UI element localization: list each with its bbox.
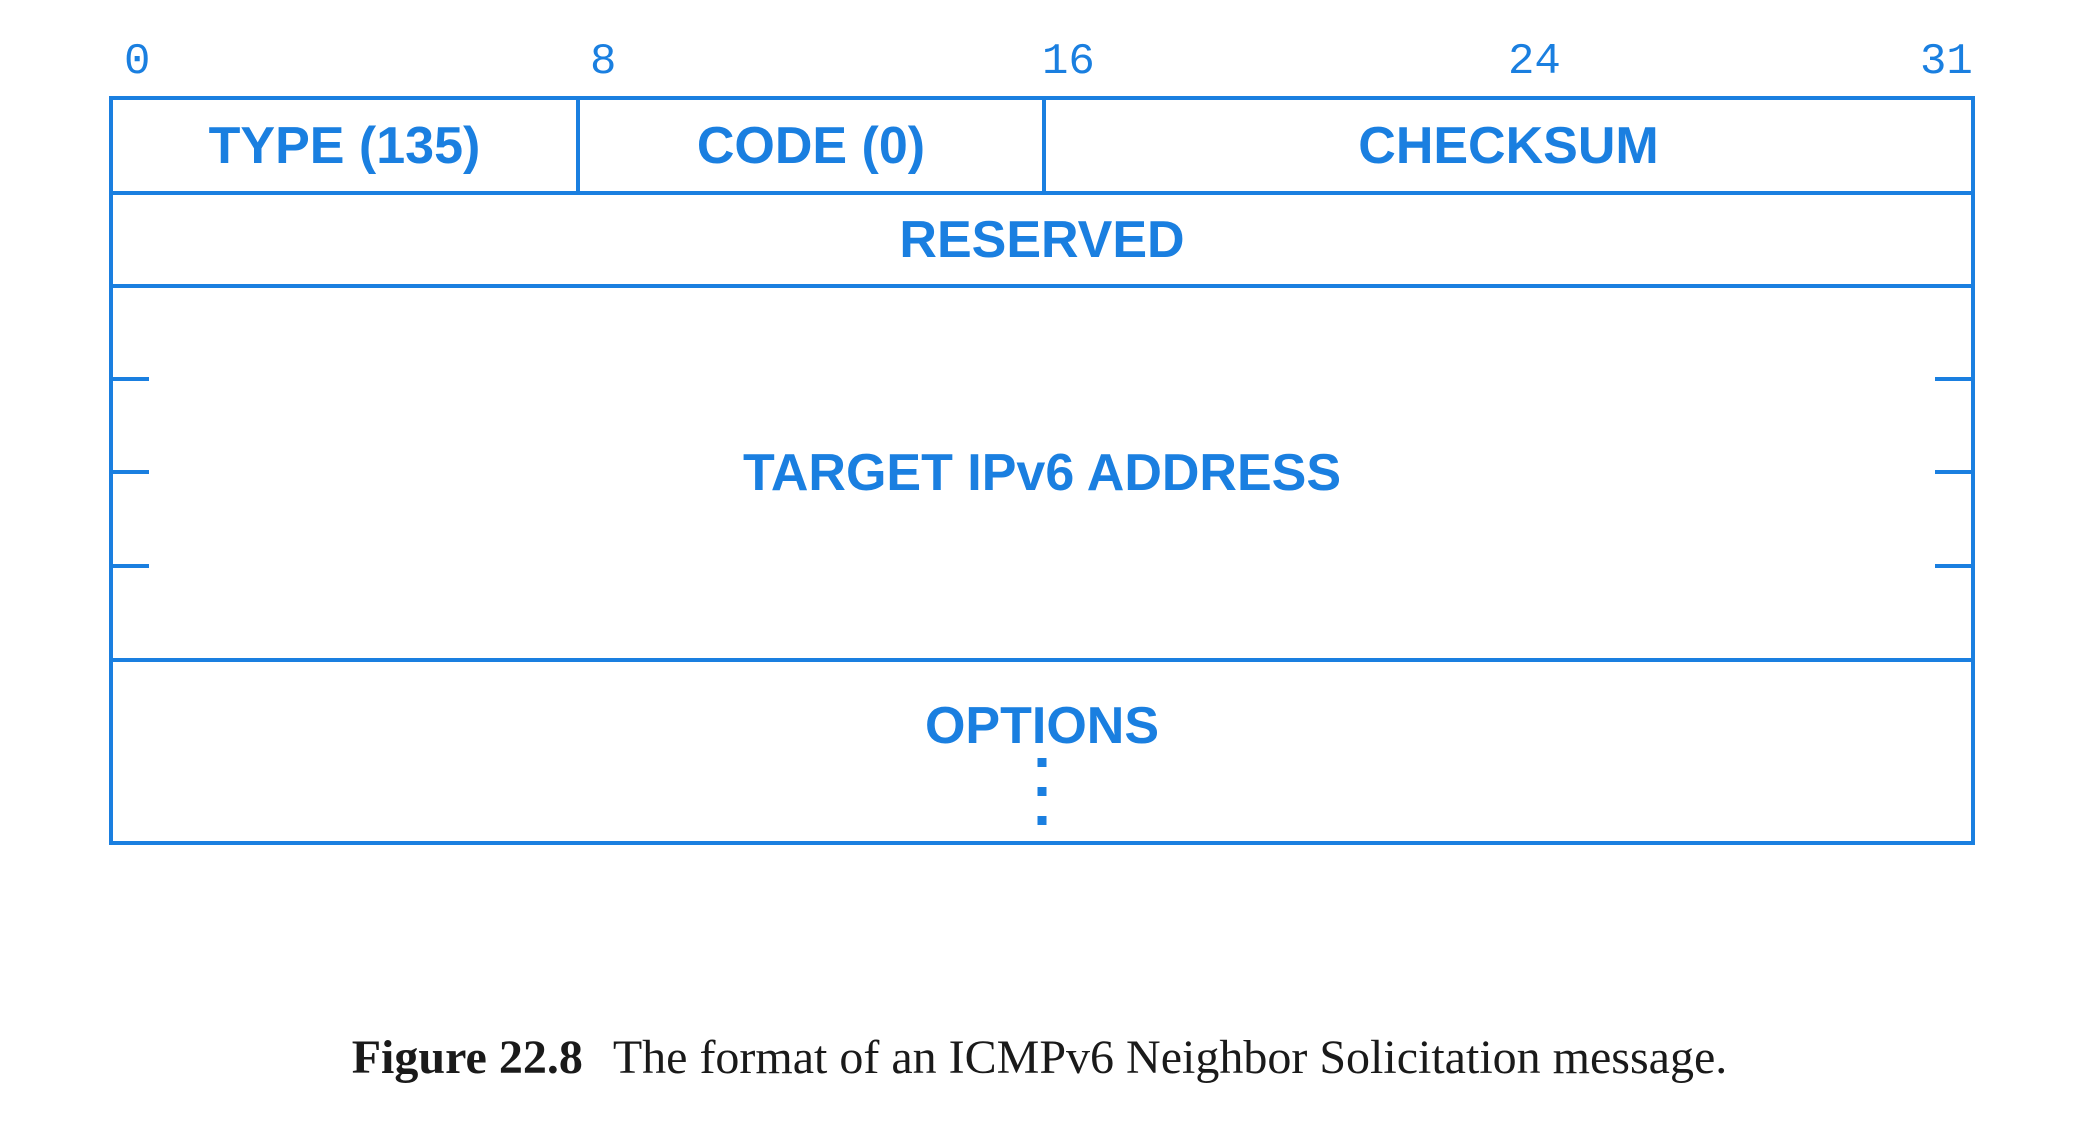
header-row: TYPE (135) CODE (0) CHECKSUM: [113, 100, 1971, 195]
word-tick-left-1: [113, 377, 149, 381]
reserved-field: RESERVED: [113, 195, 1971, 284]
bit-label-16: 16: [1042, 37, 1095, 87]
type-field-label: TYPE (135): [208, 116, 481, 175]
type-field: TYPE (135): [113, 100, 580, 191]
word-tick-right-1: [1935, 377, 1971, 381]
target-address-label: TARGET IPv6 ADDRESS: [742, 444, 1342, 502]
figure-number: Figure 22.8: [351, 1031, 583, 1084]
checksum-field: CHECKSUM: [1046, 100, 1971, 191]
bit-position-labels: 0 8 16 24 31: [0, 0, 2079, 100]
continuation-dot: [1037, 816, 1047, 825]
word-tick-right-2: [1935, 470, 1971, 474]
continuation-dots: [1037, 758, 1047, 845]
options-row: OPTIONS: [113, 662, 1971, 841]
bit-label-31: 31: [1920, 37, 1973, 87]
target-address-row: TARGET IPv6 ADDRESS: [113, 288, 1971, 662]
word-tick-left-3: [113, 564, 149, 568]
continuation-dot: [1037, 787, 1047, 796]
options-field: OPTIONS: [113, 682, 1971, 770]
reserved-row: RESERVED: [113, 195, 1971, 288]
code-field-label: CODE (0): [696, 116, 926, 175]
code-field: CODE (0): [580, 100, 1046, 191]
continuation-dot: [1037, 758, 1047, 767]
caption-text: The format of an ICMPv6 Neighbor Solicit…: [612, 1031, 1728, 1084]
target-address-field: TARGET IPv6 ADDRESS: [113, 288, 1971, 658]
options-field-label: OPTIONS: [924, 697, 1160, 755]
bit-label-8: 8: [590, 37, 617, 87]
bit-label-0: 0: [124, 37, 151, 87]
checksum-field-label: CHECKSUM: [1358, 116, 1659, 175]
reserved-field-label: RESERVED: [899, 210, 1185, 269]
word-tick-right-3: [1935, 564, 1971, 568]
word-tick-left-2: [113, 470, 149, 474]
bit-label-24: 24: [1508, 37, 1561, 87]
figure-caption: Figure 22.8 The format of an ICMPv6 Neigh…: [0, 1030, 2079, 1085]
neighbor-solicitation-packet: TYPE (135) CODE (0) CHECKSUM RESERVED TA…: [109, 96, 1975, 845]
